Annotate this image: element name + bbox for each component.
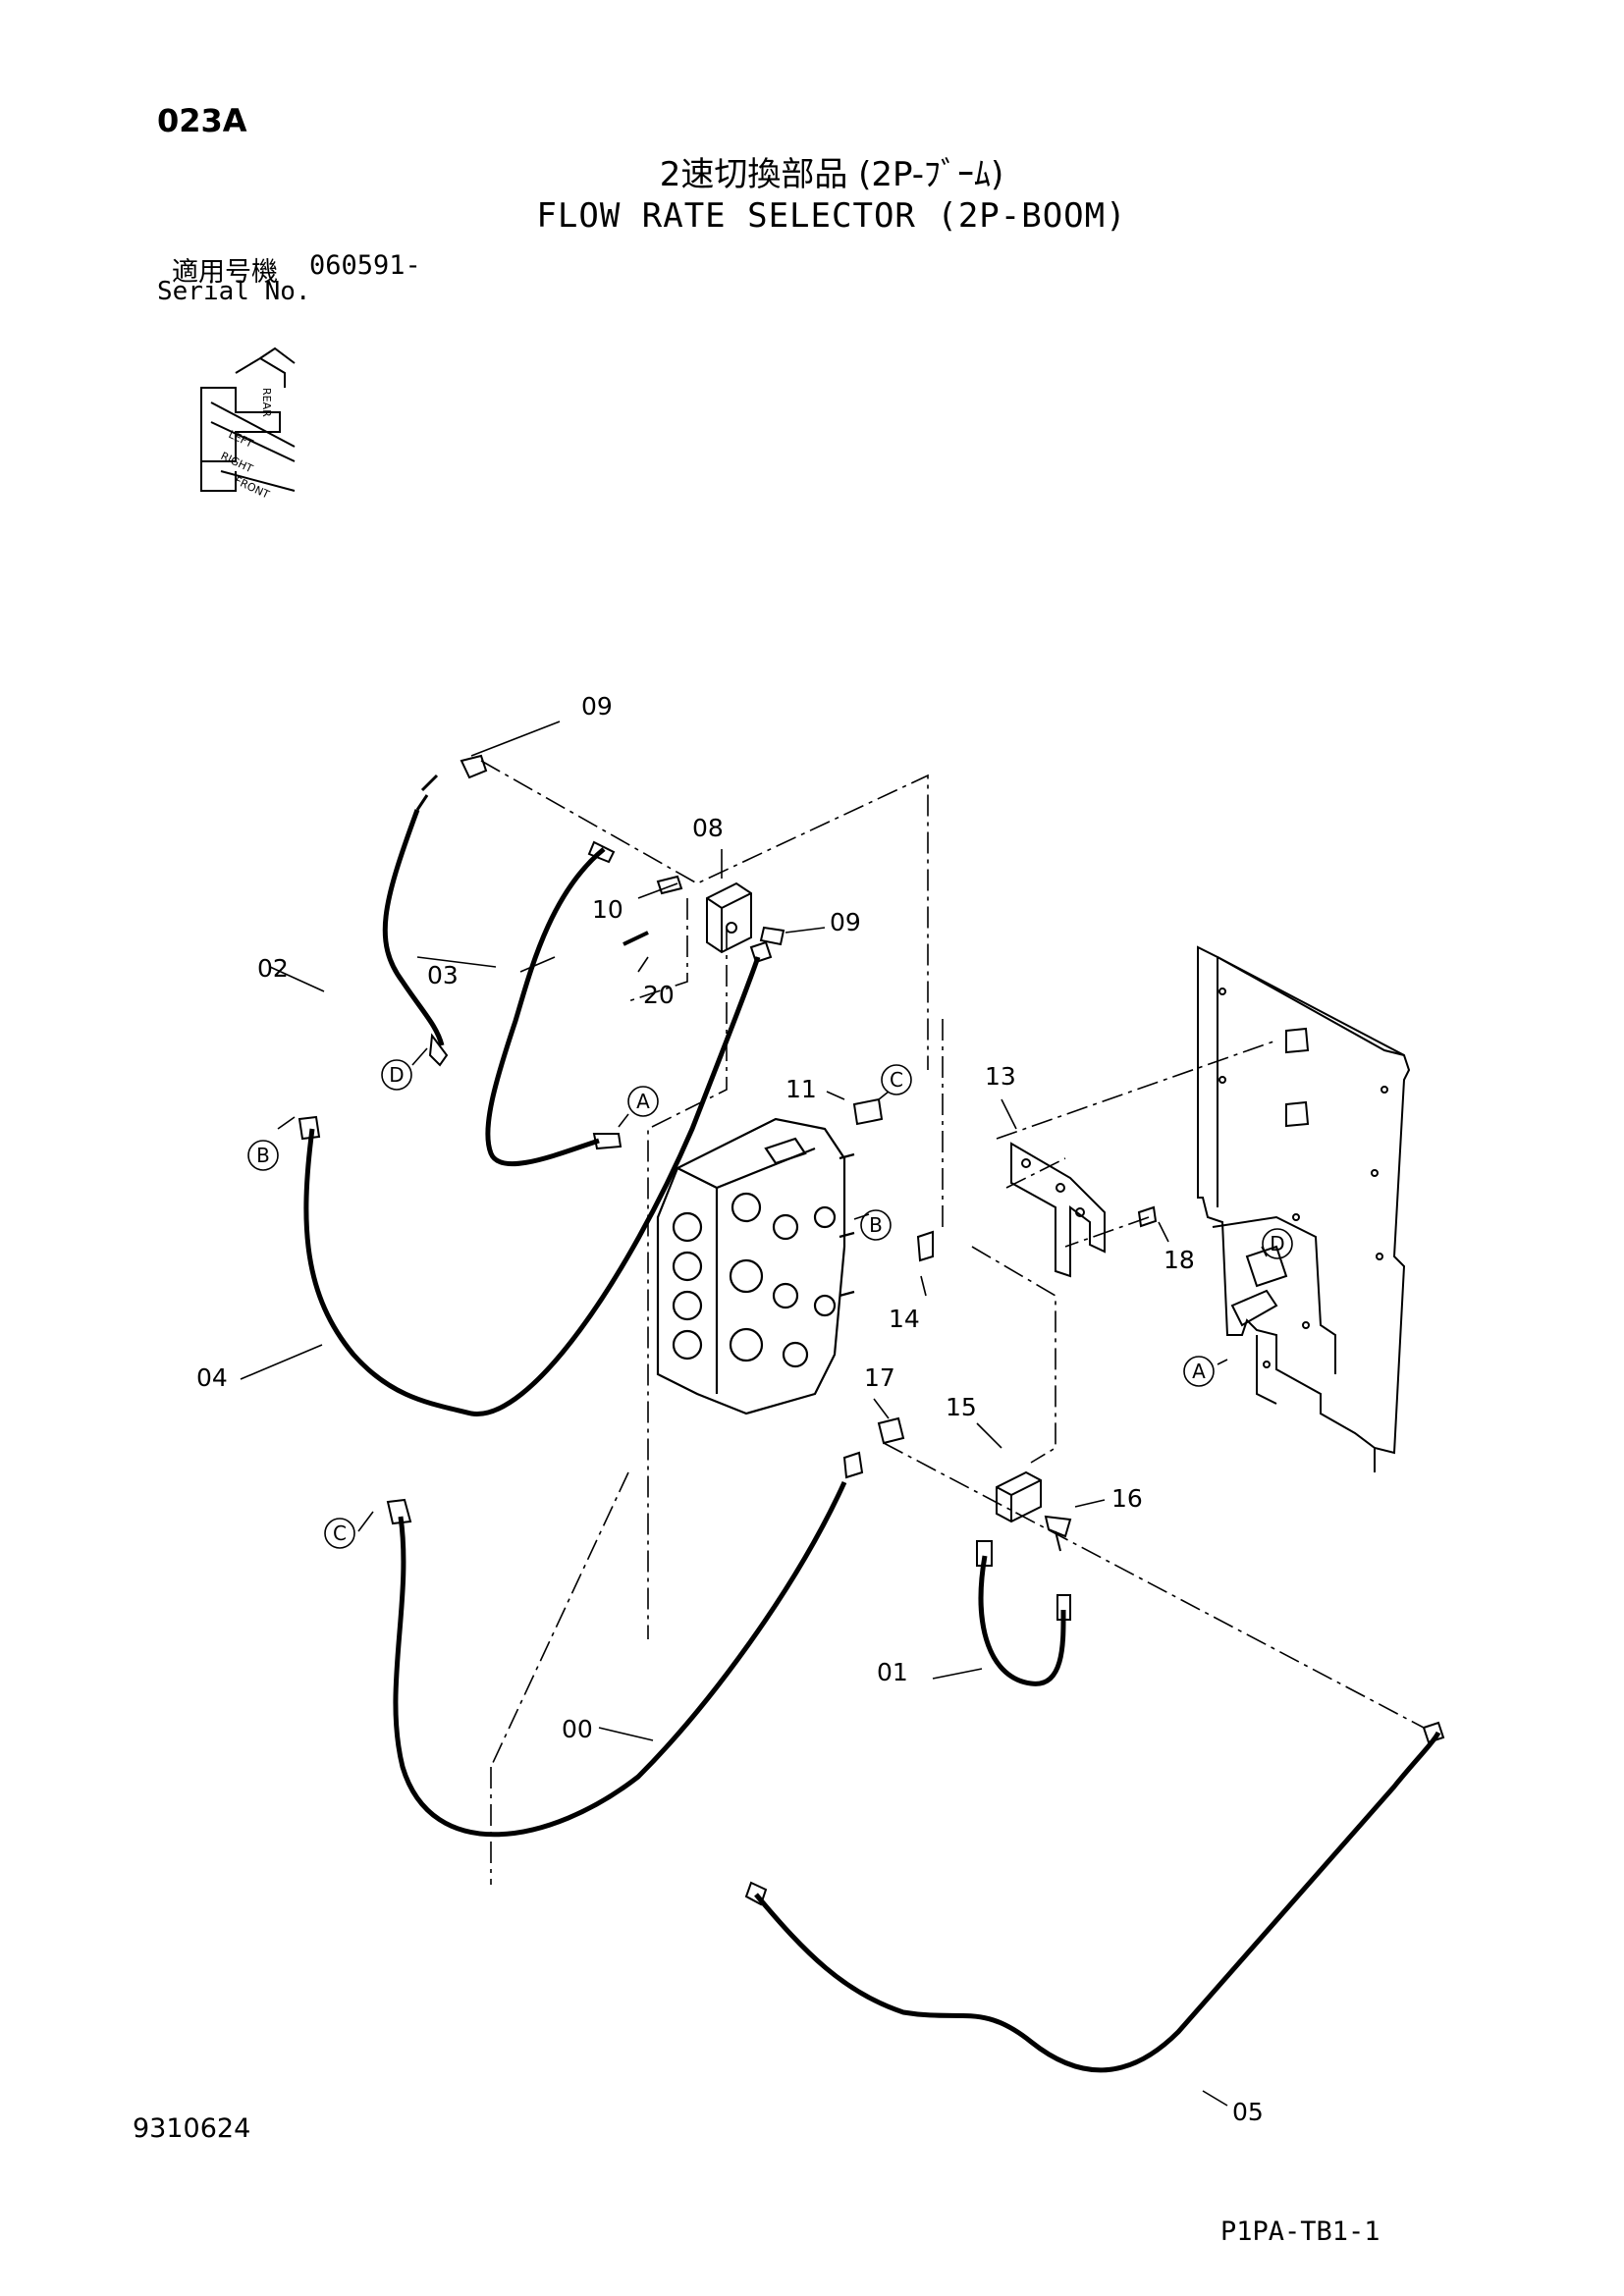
leader-lines	[240, 721, 1268, 2107]
orientation-label-front: FRONT	[233, 474, 272, 502]
hose-01	[978, 1555, 1066, 1686]
callout-09-right: 09	[830, 908, 861, 936]
fitting-10	[656, 875, 683, 895]
callout-08: 08	[692, 814, 724, 842]
page-code: 023A	[157, 102, 247, 139]
marker-d-hose: D	[389, 1063, 404, 1087]
callout-02: 02	[257, 954, 289, 983]
callout-11: 11	[785, 1075, 817, 1103]
page-reference: P1PA-TB1-1	[1220, 2216, 1380, 2247]
callout-18: 18	[1164, 1246, 1195, 1274]
callout-17: 17	[864, 1363, 895, 1392]
serial-label-english: Serial No.	[157, 277, 311, 306]
fitting-09b	[759, 926, 785, 946]
callout-05: 05	[1232, 2098, 1264, 2126]
valve-block-08	[706, 881, 752, 954]
serial-label-japanese: 適用号機	[172, 257, 278, 288]
bracket-13	[1010, 1142, 1106, 1278]
callout-03: 03	[427, 961, 459, 989]
hose-00	[393, 1480, 847, 1838]
hose-04	[303, 956, 761, 1416]
orientation-icon: LEFT RIGHT FRONT REAR	[200, 347, 296, 502]
center-lines	[480, 760, 1425, 1885]
title-japanese: 2速切換部品 (2P-ﾌﾞｰﾑ)	[659, 155, 1004, 194]
control-valve	[656, 1117, 855, 1415]
fitting-16	[1044, 1515, 1072, 1552]
bolt-18	[1137, 1205, 1158, 1228]
callout-14: 14	[889, 1305, 920, 1333]
serial-number: 060591-	[309, 250, 421, 281]
marker-c-hose: C	[333, 1522, 347, 1545]
marker-c-fitting: C	[890, 1068, 903, 1092]
document-number: 9310624	[133, 2113, 251, 2144]
callout-00: 00	[562, 1715, 593, 1743]
connection-markers: A A B B C C D D	[256, 1063, 1285, 1545]
callout-16: 16	[1111, 1484, 1143, 1513]
callout-09-top: 09	[581, 692, 613, 721]
callout-20: 20	[643, 981, 675, 1009]
callout-10: 10	[592, 895, 623, 924]
connection-marker-circles	[247, 1059, 1293, 1549]
callout-13: 13	[985, 1062, 1016, 1091]
hose-02	[382, 809, 445, 1046]
marker-d-panel: D	[1270, 1232, 1284, 1255]
callout-15: 15	[946, 1393, 977, 1421]
callout-04: 04	[196, 1363, 228, 1392]
part-callouts: 09 08 10 09 02 03 20 11 13 14 18 17 15 1…	[196, 692, 1264, 2126]
fitting-11	[852, 1097, 884, 1126]
cab-panel	[1197, 945, 1411, 1472]
hose-05	[754, 1731, 1441, 2073]
solenoid-15	[996, 1470, 1042, 1523]
bolt-20	[623, 931, 649, 946]
marker-a-hose: A	[636, 1090, 650, 1113]
marker-b-hose: B	[256, 1144, 270, 1167]
marker-b-valve: B	[869, 1213, 883, 1237]
fitting-17	[877, 1416, 905, 1445]
orientation-label-rear: REAR	[260, 388, 273, 417]
bolt-14	[916, 1230, 934, 1262]
callout-01: 01	[877, 1658, 908, 1686]
marker-a-panel: A	[1192, 1360, 1206, 1383]
title-english: FLOW RATE SELECTOR (2P-BOOM)	[536, 196, 1127, 236]
hose-03	[485, 847, 606, 1167]
